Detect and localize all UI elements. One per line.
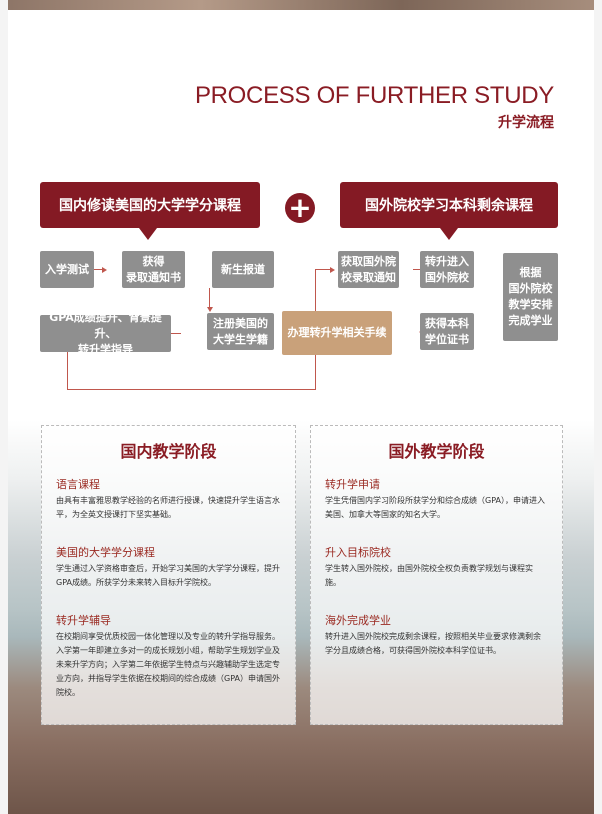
section-text: 学生凭借国内学习阶段所获学分和综合成绩（GPA），申请进入美国、加拿大等国家的知… [325, 496, 545, 519]
arrow-head [207, 307, 213, 312]
step-bachelor-degree: 获得本科 学位证书 [420, 313, 474, 350]
section-text: 学生转入国外院校，由国外院校全权负责教学规划与课程实施。 [325, 564, 533, 587]
top-photo-band [0, 0, 602, 10]
page-edge-right [594, 0, 602, 814]
step-registration: 新生报道 [212, 251, 274, 288]
step-complete-studies: 根据 国外院校 教学安排 完成学业 [503, 253, 558, 341]
overseas-stage-card: 国外教学阶段 转升学申请学生凭借国内学习阶段所获学分和综合成绩（GPA），申请进… [310, 425, 563, 725]
section-language: 语言课程由具有丰富雅思教学经验的名师进行授课，快速提升学生语言水平，为全英文授课… [56, 476, 281, 522]
section-text: 由具有丰富雅思教学经验的名师进行授课，快速提升学生语言水平，为全英文授课打下坚实… [56, 496, 280, 519]
section-transfer-application: 转升学申请学生凭借国内学习阶段所获学分和综合成绩（GPA），申请进入美国、加拿大… [325, 476, 548, 522]
section-title: 转升学申请 [325, 478, 380, 491]
arrow-line [67, 389, 315, 390]
card-title: 国外教学阶段 [388, 442, 485, 461]
section-text: 转升进入国外院校完成剩余课程，按照相关毕业要求修满剩余学分且成绩合格，可获得国外… [325, 632, 541, 655]
step-student-enrollment: 注册美国的 大学生学籍 [207, 313, 274, 350]
domestic-stage-card: 国内教学阶段 语言课程由具有丰富雅思教学经验的名师进行授课，快速提升学生语言水平… [41, 425, 296, 725]
step-entrance-test: 入学测试 [40, 251, 94, 288]
step-admission-letter: 获得 录取通知书 [122, 251, 185, 288]
section-credit-courses: 美国的大学学分课程学生通过入学资格审查后，开始学习美国的大学学分课程，提升GPA… [56, 544, 281, 590]
section-title: 升入目标院校 [325, 546, 391, 559]
step-gpa-guidance: GPA成绩提升、背景提升、 转升学指导 [40, 311, 171, 356]
step-transfer-procedures: 办理转升学相关手续 [282, 311, 392, 355]
arrow-line [315, 269, 316, 311]
section-title: 转升学辅导 [56, 614, 111, 627]
card-title: 国内教学阶段 [120, 442, 217, 461]
domestic-stage-header: 国内修读美国的大学学分课程 [40, 182, 260, 240]
section-title: 语言课程 [56, 478, 100, 491]
section-complete-abroad: 海外完成学业转升进入国外院校完成剩余课程，按照相关毕业要求修满剩余学分且成绩合格… [325, 612, 548, 658]
section-text: 学生通过入学资格审查后，开始学习美国的大学学分课程，提升GPA成绩。所获学分未来… [56, 564, 280, 587]
page-edge-left [0, 0, 8, 814]
section-title: 海外完成学业 [325, 614, 391, 627]
plus-icon: + [285, 193, 315, 223]
arrow-line [315, 269, 330, 270]
step-overseas-admission: 获取国外院 校录取通知 [338, 251, 399, 288]
arrow-head [330, 267, 335, 273]
arrow-head [102, 267, 107, 273]
section-text: 在校期间享受优质校园一体化管理以及专业的转升学指导服务。入学第一年即建立多对一的… [56, 632, 280, 697]
page-title: PROCESS OF FURTHER STUDY [194, 82, 554, 109]
page-subtitle: 升学流程 [498, 115, 554, 131]
arrow-line [67, 352, 68, 390]
arrow-line [315, 355, 316, 390]
overseas-stage-header: 国外院校学习本科剩余课程 [340, 182, 558, 240]
step-enter-overseas-school: 转升进入 国外院校 [420, 251, 474, 288]
section-transfer-guidance: 转升学辅导在校期间享受优质校园一体化管理以及专业的转升学指导服务。入学第一年即建… [56, 612, 281, 700]
section-target-school: 升入目标院校学生转入国外院校，由国外院校全权负责教学规划与课程实施。 [325, 544, 548, 590]
arrow-line [209, 288, 210, 307]
section-title: 美国的大学学分课程 [56, 546, 155, 559]
